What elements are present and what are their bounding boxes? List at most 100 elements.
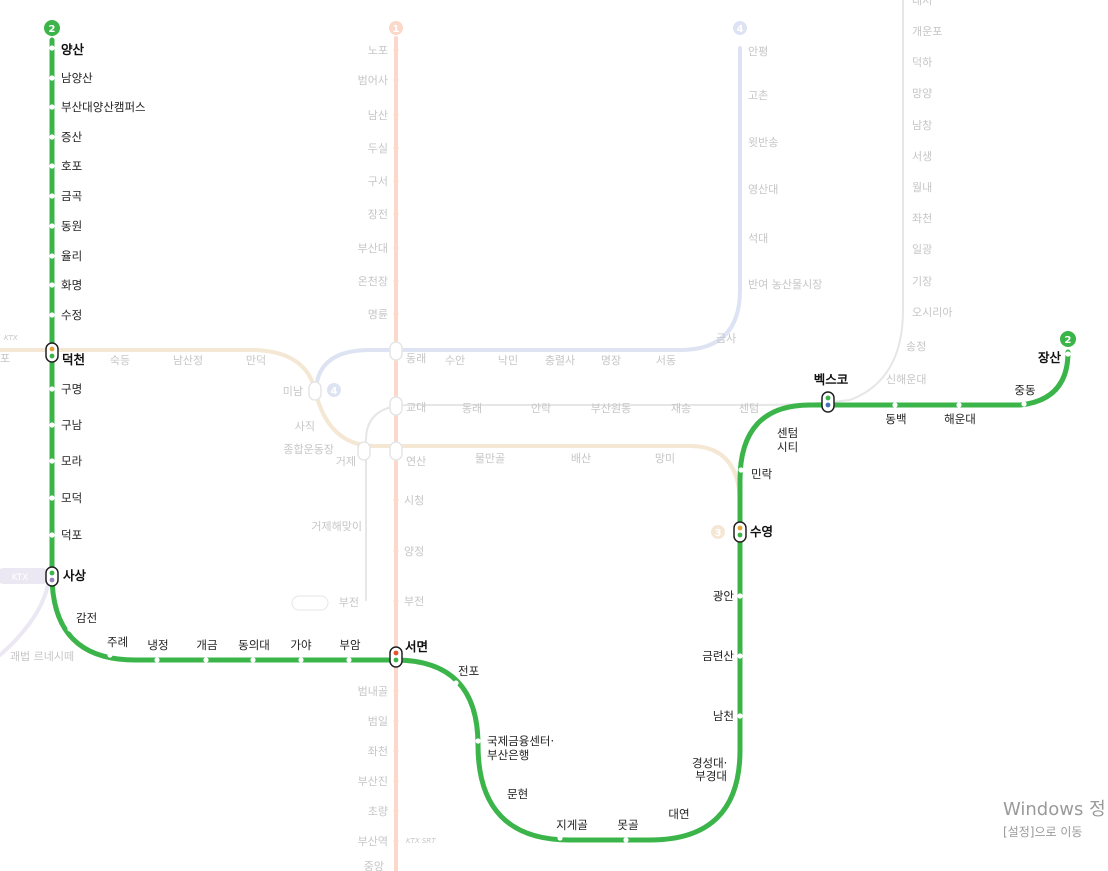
station-label[interactable]: 수영 [750,524,773,539]
station-label[interactable]: 냉정 [147,638,168,652]
faded-label: 동래 [462,402,482,415]
station-label[interactable]: 서면 [405,639,428,654]
station-dot[interactable] [49,253,55,259]
station-dot[interactable] [1065,351,1071,357]
station-dot[interactable] [738,467,744,473]
station-dot[interactable] [1021,401,1027,407]
station-label[interactable]: 국제금융센터· 부산은행 [487,734,558,762]
station-dot[interactable] [892,402,898,408]
station-label[interactable]: 동의대 [238,638,270,652]
station-label[interactable]: 양산 [61,42,85,57]
station-label[interactable]: 민락 [751,467,773,481]
station-label[interactable]: 전포 [458,664,479,678]
station-label[interactable]: 동원 [61,219,82,233]
station-dot[interactable] [475,738,481,744]
station-dot[interactable] [346,657,352,663]
station-label[interactable]: 구남 [61,418,83,432]
station-dot[interactable] [956,402,962,408]
station-label[interactable]: 센텀 시티 [777,426,802,454]
station-dot[interactable] [728,778,734,784]
transfer-marker[interactable] [389,646,403,668]
station-dot[interactable] [49,45,55,51]
transfer-marker[interactable] [45,566,59,587]
station-label[interactable]: 주례 [107,635,128,649]
station-label[interactable]: 가야 [290,638,312,652]
station-label[interactable]: 모라 [61,454,83,468]
station-dot[interactable] [49,532,55,538]
station-dot[interactable] [767,419,773,425]
station-dot[interactable] [497,800,503,806]
transfer-marker[interactable] [821,391,835,413]
station-dot[interactable] [557,835,563,841]
station-dot[interactable] [49,193,55,199]
gimhae-faded-path [0,583,50,657]
faded-label: 시청 [404,494,424,507]
station-label[interactable]: 수정 [61,308,82,322]
station-label[interactable]: 벡스코 [814,372,849,387]
station-label[interactable]: 감전 [76,611,97,625]
line4-badge-text: 4 [737,24,744,35]
faded-label: 부전 [339,596,359,609]
station-label[interactable]: 못골 [617,818,638,832]
station-dot[interactable] [49,312,55,318]
station-label[interactable]: 지게골 [556,818,588,832]
faded-label: 숙등 [110,354,130,367]
station-dot[interactable] [49,282,55,288]
station-label[interactable]: 모덕 [61,491,82,505]
station-label[interactable]: 대연 [668,807,689,821]
station-dot[interactable] [49,422,55,428]
line4-faded-path [314,46,742,392]
faded-label: 대저 [912,0,932,7]
station-label[interactable]: 구명 [61,382,82,396]
faded-label: 양정 [404,545,424,558]
station-label[interactable]: 금곡 [61,189,82,203]
faded-label: 범어사 [358,74,388,87]
station-label[interactable]: 덕천 [62,352,85,367]
station-dot[interactable] [67,626,73,632]
station-dot[interactable] [49,134,55,140]
station-label[interactable]: 해운대 [944,412,976,426]
station-dot[interactable] [49,75,55,81]
station-dot[interactable] [737,593,743,599]
station-dot[interactable] [453,680,459,686]
station-dot[interactable] [298,657,304,663]
station-dot[interactable] [737,713,743,719]
station-label[interactable]: 금련산 [702,649,734,663]
transfer-marker[interactable] [733,521,747,543]
station-label[interactable]: 부암 [339,638,361,652]
station-dot[interactable] [49,163,55,169]
station-dot[interactable] [49,458,55,464]
transfer-marker[interactable] [45,342,59,363]
station-label[interactable]: 사상 [63,568,87,583]
faded-label: 동래 [406,352,426,365]
station-label[interactable]: 개금 [196,638,217,652]
station-dot[interactable] [250,657,256,663]
line2-badge-end: 2 [1060,331,1076,347]
station-label[interactable]: 문현 [507,787,528,801]
station-dot[interactable] [49,495,55,501]
station-label[interactable]: 남양산 [61,71,93,85]
faded-label: 장전 [368,208,388,221]
station-label[interactable]: 화명 [61,278,82,292]
station-dot[interactable] [687,823,693,829]
station-label[interactable]: 호포 [61,159,82,173]
station-dot[interactable] [49,386,55,392]
station-dot[interactable] [737,653,743,659]
station-dot[interactable] [49,104,55,110]
station-dot[interactable] [623,837,629,843]
station-label[interactable]: 남천 [713,709,734,723]
station-label[interactable]: 덕포 [61,528,82,542]
station-label[interactable]: 동백 [885,412,906,426]
station-label[interactable]: 중동 [1014,383,1035,397]
station-label[interactable]: 증산 [61,130,83,144]
station-label[interactable]: 부산대양산캠퍼스 [61,100,146,114]
station-label[interactable]: 경성대· 부경대 [692,756,731,783]
station-label[interactable]: 광안 [713,589,735,603]
station-dot[interactable] [154,657,160,663]
station-label[interactable]: 율리 [61,249,82,263]
station-dot[interactable] [49,223,55,229]
line2-badge-start: 2 [44,20,60,36]
station-label[interactable]: 장산 [1038,350,1062,365]
station-dot[interactable] [203,657,209,663]
station-dot[interactable] [107,652,113,658]
